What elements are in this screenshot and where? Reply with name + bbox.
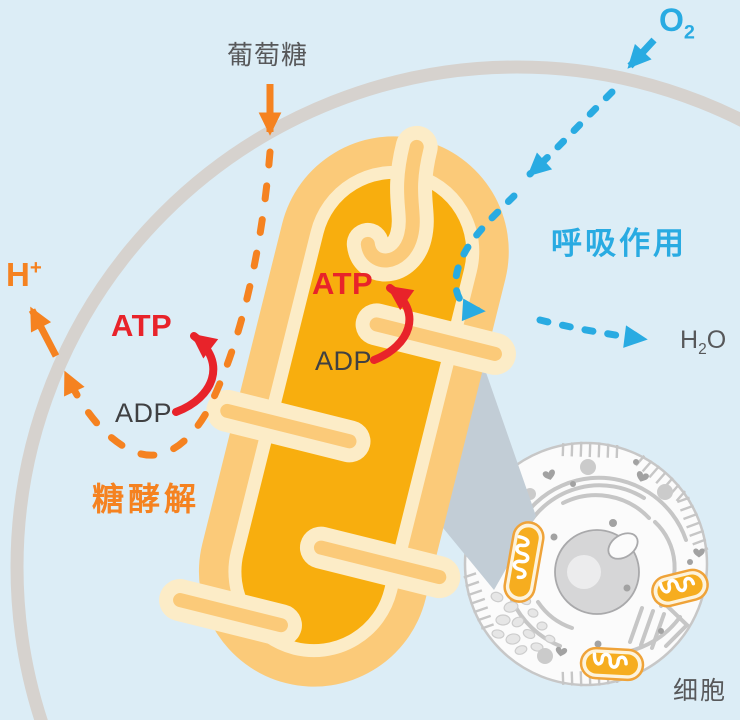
atp-label-glycolysis: ATP — [111, 308, 173, 343]
crista-right-upper — [355, 303, 516, 375]
atp-arrow-glycolysis — [172, 332, 219, 416]
mini-mitochondrion-right — [651, 568, 709, 608]
crista-right-lower — [299, 526, 461, 599]
o2-to-mitochondrion-path — [526, 88, 616, 178]
mini-mitochondrion-left — [503, 521, 545, 603]
respiration-loop-path — [452, 192, 518, 322]
crista-left-middle — [206, 389, 371, 463]
h-plus-export-arrow — [28, 306, 60, 358]
glycolysis-label: 糖酵解 — [92, 481, 201, 517]
cristae — [159, 125, 516, 647]
crista-left-bottom — [159, 579, 302, 647]
adp-label-mitochondrion: ADP — [315, 346, 373, 376]
nucleolus — [567, 555, 601, 589]
oxygen-label: O2 — [659, 2, 695, 44]
proton-label: H+ — [6, 256, 42, 293]
respiration-label: 呼吸作用 — [551, 226, 687, 261]
atp-label-mitochondrion: ATP — [312, 266, 374, 301]
nucleus-notch — [607, 532, 639, 560]
glycolysis-path — [62, 148, 274, 459]
cell-label: 细胞 — [673, 677, 728, 705]
plasma-membrane-arc — [10, 60, 740, 720]
crista-top-hook — [346, 125, 438, 282]
h2o-exit-path — [536, 316, 648, 348]
glucose-label: 葡萄糖 — [227, 40, 309, 70]
atp-arrow-mitochondrion — [370, 284, 415, 364]
water-label: H2O — [680, 326, 727, 358]
adp-label-glycolysis: ADP — [115, 398, 173, 428]
mini-mitochondrion-bottom — [579, 646, 645, 682]
o2-entry-arrow — [627, 37, 657, 69]
